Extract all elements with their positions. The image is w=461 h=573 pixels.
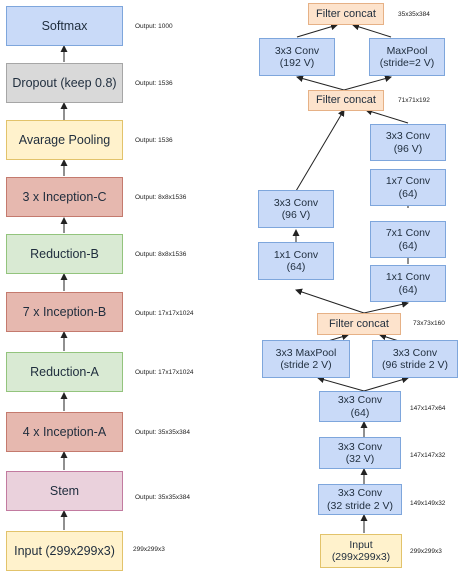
conv-1x1-right-line1: 1x1 Conv bbox=[385, 271, 431, 284]
dropout-label: Dropout (keep 0.8) bbox=[12, 75, 117, 90]
avg-pooling-label: Avarage Pooling bbox=[18, 132, 111, 147]
reduction-b-label: Reduction-B bbox=[30, 246, 99, 261]
conv-32-stride2-line2: (32 stride 2 V) bbox=[327, 499, 393, 512]
inception-c-label: 3 x Inception-C bbox=[22, 189, 107, 204]
dropout-output: Output: 1536 bbox=[135, 80, 173, 87]
conv-1x1-right-line2: (64) bbox=[398, 283, 418, 296]
stem-input-line1: Input bbox=[349, 538, 373, 551]
inception-a-label: 4 x Inception-A bbox=[22, 424, 107, 439]
arrow-96left-concatmid bbox=[295, 109, 345, 192]
arrow-conv192-concattop bbox=[296, 23, 338, 38]
conv-7x1-box: 7x1 Conv(64) bbox=[370, 221, 446, 258]
stem-output: Output: 35x35x384 bbox=[135, 494, 190, 501]
arrow-concat-1x1left bbox=[295, 288, 365, 314]
inception-a-output: Output: 35x35x384 bbox=[135, 429, 190, 436]
maxpool-stride2-line1: MaxPool bbox=[386, 44, 428, 57]
filter-concat-mid: Filter concat bbox=[308, 90, 384, 111]
conv-192-line2: (192 V) bbox=[279, 57, 315, 69]
filter-concat-top-label: Filter concat bbox=[316, 7, 376, 20]
filter-concat-low-label: Filter concat bbox=[329, 317, 389, 330]
conv-32-size: 147x147x32 bbox=[410, 452, 446, 459]
reduction-a-label: Reduction-A bbox=[30, 364, 99, 379]
arrow-concatmid-maxpool bbox=[343, 75, 392, 91]
conv-96-stride2-box: 3x3 Conv(96 stride 2 V) bbox=[372, 340, 458, 378]
stem-label: Stem bbox=[49, 483, 80, 498]
softmax-output: Output: 1000 bbox=[135, 23, 173, 30]
conv-1x1-right-box: 1x1 Conv(64) bbox=[370, 265, 446, 302]
conv-64-size: 147x147x64 bbox=[410, 405, 446, 412]
reduction-a-output: Output: 17x17x1024 bbox=[135, 369, 194, 376]
conv-7x1-line2: (64) bbox=[398, 239, 418, 252]
conv-96-left-box: 3x3 Conv(96 V) bbox=[258, 190, 334, 228]
conv-1x1-left-line2: (64) bbox=[286, 261, 306, 273]
inception-a-box: 4 x Inception-A bbox=[6, 412, 123, 452]
filter-concat-top-size: 35x35x384 bbox=[398, 11, 430, 18]
input-box: Input (299x299x3) bbox=[6, 531, 123, 571]
conv-96-right-box: 3x3 Conv(96 V) bbox=[370, 124, 446, 161]
inception-c-output: Output: 8x8x1536 bbox=[135, 194, 187, 201]
filter-concat-low: Filter concat bbox=[317, 313, 401, 335]
reduction-b-box: Reduction-B bbox=[6, 234, 123, 274]
conv-32-line2: (32 V) bbox=[345, 453, 375, 465]
maxpool-stride2-box: MaxPool(stride=2 V) bbox=[369, 38, 445, 76]
reduction-b-output: Output: 8x8x1536 bbox=[135, 251, 187, 258]
stem-input-line2: (299x299x3) bbox=[331, 551, 391, 563]
inception-b-output: Output: 17x17x1024 bbox=[135, 310, 194, 317]
conv-64-line1: 3x3 Conv bbox=[337, 394, 383, 407]
conv-96-stride2-line2: (96 stride 2 V) bbox=[382, 359, 448, 371]
dropout-box: Dropout (keep 0.8) bbox=[6, 63, 123, 103]
conv-96-left-line2: (96 V) bbox=[281, 209, 311, 221]
avg-pooling-box: Avarage Pooling bbox=[6, 120, 123, 160]
maxpool-3x3-box: 3x3 MaxPool(stride 2 V) bbox=[262, 340, 350, 378]
conv-1x7-line1: 1x7 Conv bbox=[385, 175, 431, 188]
filter-concat-top: Filter concat bbox=[308, 3, 384, 25]
arrow-concat-1x1right bbox=[363, 300, 409, 314]
arrow-concatmid-conv192 bbox=[296, 75, 345, 91]
arrow-conv64-maxpool bbox=[317, 376, 365, 392]
conv-7x1-line1: 7x1 Conv bbox=[385, 227, 431, 240]
conv-32-stride2-size: 149x149x32 bbox=[410, 500, 446, 507]
filter-concat-low-size: 73x73x160 bbox=[413, 320, 445, 327]
conv-96-right-line2: (96 V) bbox=[393, 142, 423, 155]
maxpool-stride2-line2: (stride=2 V) bbox=[379, 57, 435, 69]
conv-32-stride2-box: 3x3 Conv(32 stride 2 V) bbox=[318, 484, 402, 515]
conv-1x7-box: 1x7 Conv(64) bbox=[370, 169, 446, 206]
arrow-96right-concatmid bbox=[365, 108, 409, 124]
maxpool-3x3-line2: (stride 2 V) bbox=[280, 359, 332, 371]
conv-1x1-left-line1: 1x1 Conv bbox=[273, 248, 319, 261]
conv-1x7-line2: (64) bbox=[398, 187, 418, 200]
inception-c-box: 3 x Inception-C bbox=[6, 177, 123, 217]
conv-64-line2: (64) bbox=[350, 406, 370, 419]
conv-64-box: 3x3 Conv(64) bbox=[319, 391, 401, 422]
conv-192-line1: 3x3 Conv bbox=[274, 44, 320, 57]
conv-32-box: 3x3 Conv(32 V) bbox=[319, 437, 401, 469]
softmax-box: Softmax bbox=[6, 6, 123, 46]
avg-pooling-output: Output: 1536 bbox=[135, 137, 173, 144]
conv-96-stride2-line1: 3x3 Conv bbox=[392, 346, 438, 359]
stem-input-box: Input(299x299x3) bbox=[320, 534, 402, 568]
conv-32-stride2-line1: 3x3 Conv bbox=[337, 487, 383, 500]
arrow-conv64-conv96s2 bbox=[363, 376, 409, 392]
softmax-label: Softmax bbox=[41, 18, 88, 33]
input-output: 299x299x3 bbox=[133, 546, 165, 553]
stem-box: Stem bbox=[6, 471, 123, 511]
stem-input-size: 299x299x3 bbox=[410, 548, 442, 555]
conv-96-right-line1: 3x3 Conv bbox=[385, 130, 431, 143]
input-label: Input (299x299x3) bbox=[14, 543, 115, 558]
filter-concat-mid-size: 71x71x192 bbox=[398, 97, 430, 104]
filter-concat-mid-label: Filter concat bbox=[316, 94, 376, 107]
arrow-maxpool-concattop bbox=[352, 23, 392, 38]
inception-b-box: 7 x Inception-B bbox=[6, 292, 123, 332]
inception-b-label: 7 x Inception-B bbox=[22, 304, 107, 319]
conv-1x1-left-box: 1x1 Conv(64) bbox=[258, 242, 334, 280]
conv-96-left-line1: 3x3 Conv bbox=[273, 196, 319, 209]
conv-192-box: 3x3 Conv(192 V) bbox=[259, 38, 335, 76]
reduction-a-box: Reduction-A bbox=[6, 352, 123, 392]
maxpool-3x3-line1: 3x3 MaxPool bbox=[275, 346, 337, 359]
conv-32-line1: 3x3 Conv bbox=[337, 440, 383, 453]
